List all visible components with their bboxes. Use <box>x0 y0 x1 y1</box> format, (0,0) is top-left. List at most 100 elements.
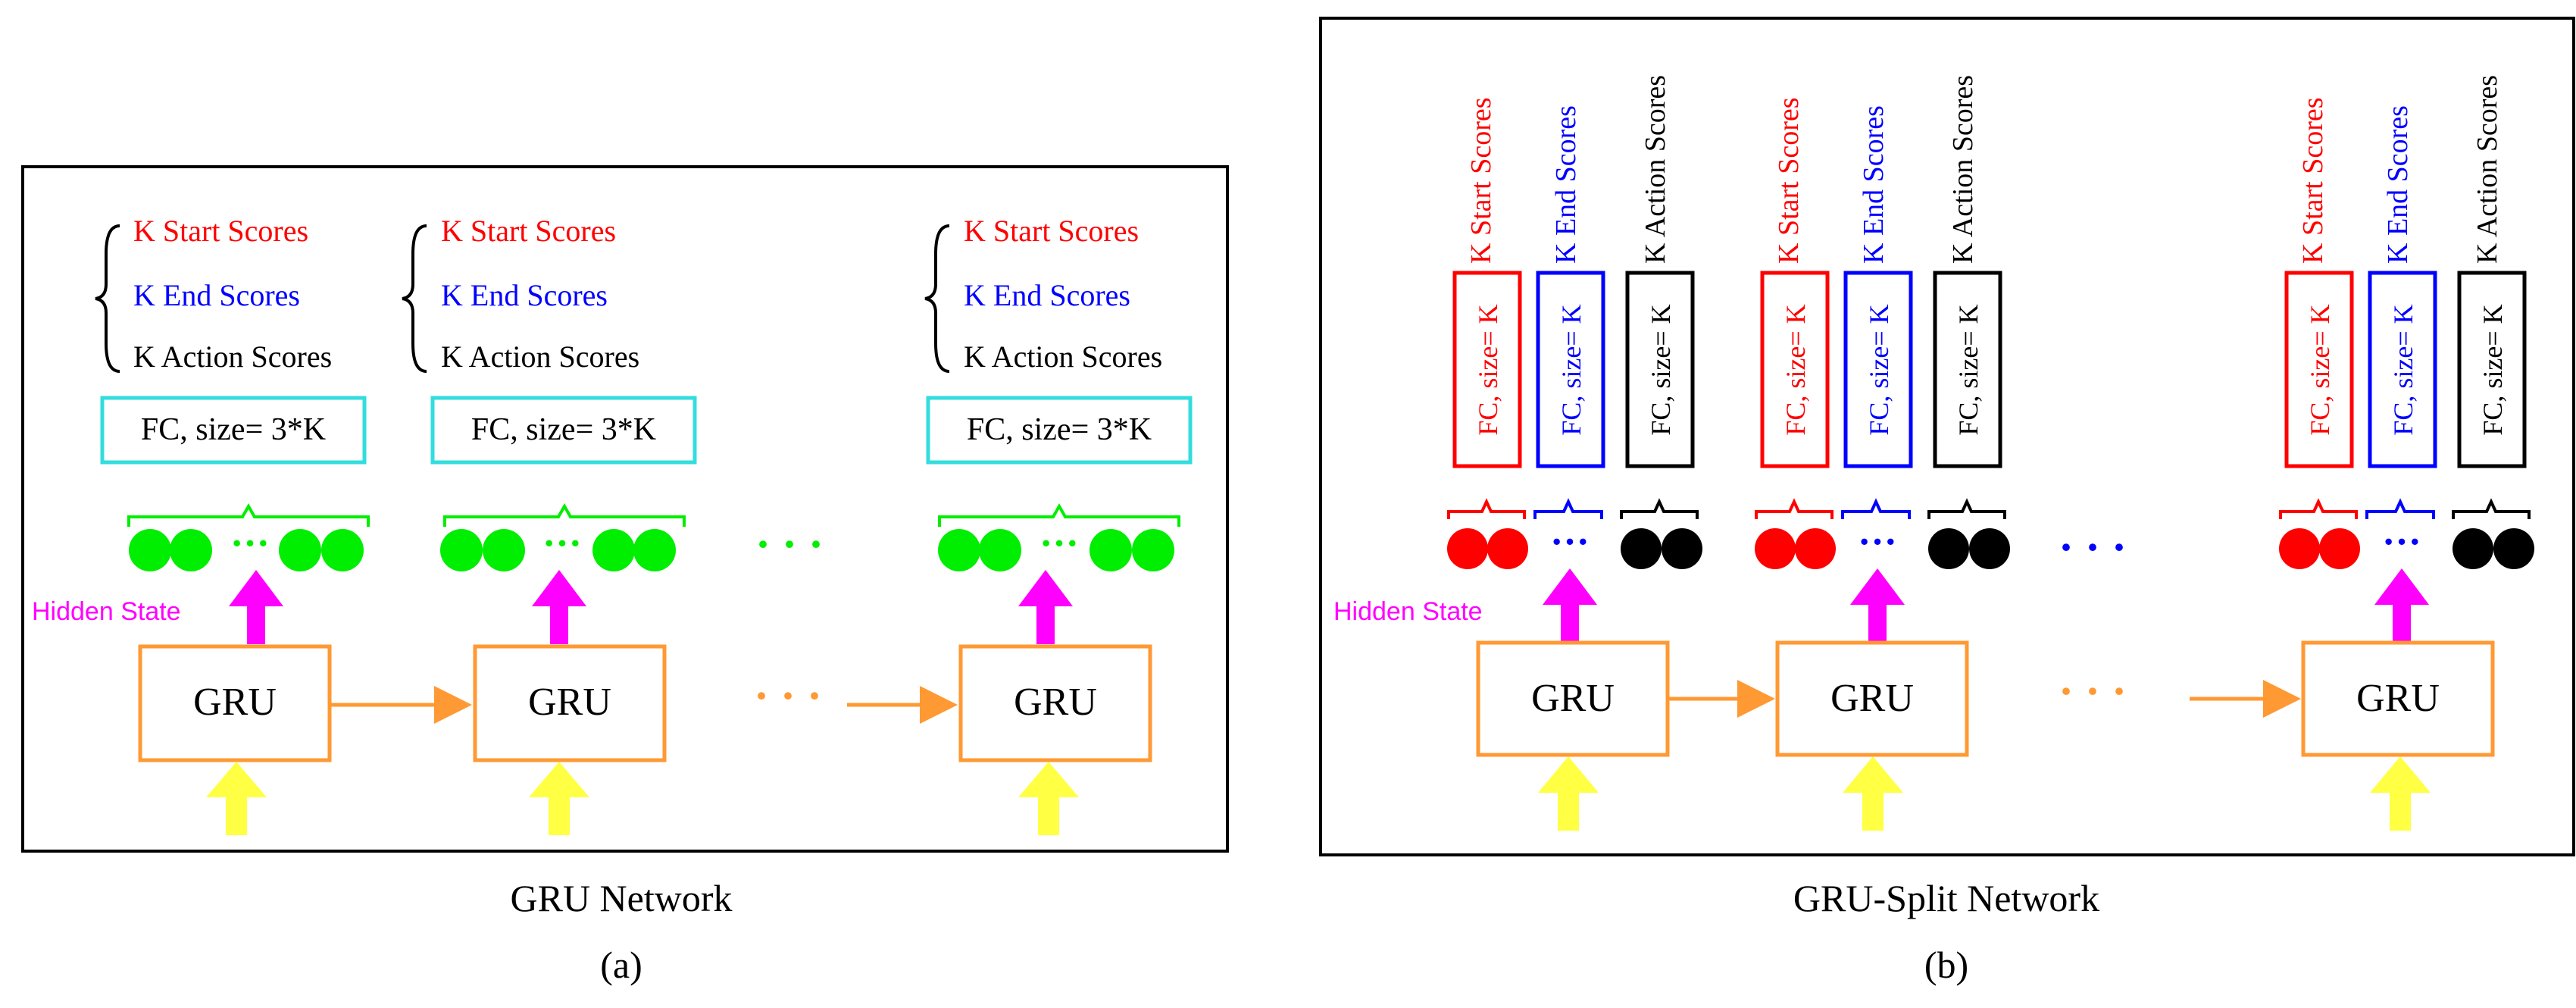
hidden-node <box>1132 529 1174 571</box>
action-node <box>1928 528 1969 569</box>
hidden-brace <box>127 502 370 527</box>
fc-end-box <box>2368 271 2437 468</box>
action-brace <box>1620 498 1699 519</box>
panel-b-caption: GRU-Split Network <box>1793 877 2099 919</box>
panel-b-label: (b) <box>1924 944 1968 986</box>
hidden-brace <box>938 502 1180 527</box>
orange-ellipsis: · · · <box>2059 666 2127 716</box>
fc-end-box <box>1536 271 1605 468</box>
gru-box <box>958 644 1152 762</box>
gru-label: GRU <box>1830 677 1914 720</box>
start-scores-label: K Start Scores <box>2297 97 2329 264</box>
start-scores-label: K Start Scores <box>964 214 1139 248</box>
fc-box <box>430 396 697 465</box>
start-node <box>2279 528 2320 569</box>
hidden-node <box>1089 529 1132 571</box>
score-brace <box>924 224 950 373</box>
start-scores-label: K Start Scores <box>441 214 616 248</box>
hidden-node <box>979 529 1021 571</box>
fc-start-box <box>2284 271 2354 468</box>
gru-label: GRU <box>1014 681 1097 724</box>
fc-end-box <box>1843 271 1913 468</box>
fc-action-box <box>1933 271 2002 468</box>
start-node <box>1795 528 1836 569</box>
start-node <box>1755 528 1796 569</box>
hidden-node <box>129 529 171 571</box>
hidden-node <box>938 529 980 571</box>
action-brace <box>1927 498 2006 519</box>
fc-label: FC, size= 3*K <box>141 412 326 447</box>
gru-unit-1: K Start Scores K End Scores K Action Sco… <box>32 214 370 835</box>
hidden-node <box>440 529 483 571</box>
start-scores-label: K Start Scores <box>1465 97 1497 264</box>
end-scores-label: K End Scores <box>2382 105 2414 264</box>
input-arrow <box>1018 762 1079 835</box>
gru-unit-2: K Start Scores K End Scores K Action Sco… <box>402 214 697 835</box>
gru-box <box>473 644 667 762</box>
gru-box <box>138 644 332 762</box>
fc-start-label: FC, size= K <box>2305 304 2335 435</box>
end-scores-label: K End Scores <box>1858 105 1890 264</box>
start-brace <box>1755 498 1834 519</box>
hidden-state-arrow <box>2374 568 2429 643</box>
fc-action-label: FC, size= K <box>1953 304 1984 435</box>
ellipsis-dots: · · · <box>755 519 824 569</box>
fc-label: FC, size= 3*K <box>967 412 1152 447</box>
panel-b: K Start Scores K End Scores K Action Sco… <box>1319 17 2575 986</box>
action-scores-label: K Action Scores <box>1947 75 1979 264</box>
start-node <box>1447 528 1488 569</box>
action-scores-label: K Action Scores <box>133 340 332 374</box>
start-scores-label: K Start Scores <box>1773 97 1805 264</box>
panel-a-label: (a) <box>600 944 642 986</box>
hidden-node <box>170 529 212 571</box>
fc-box <box>926 396 1193 465</box>
hidden-node <box>592 529 635 571</box>
input-arrow <box>206 762 267 835</box>
start-node <box>2319 528 2360 569</box>
panel-a-caption: GRU Network <box>510 877 732 919</box>
split-unit-1: K Start Scores K End Scores K Action Sco… <box>1333 75 1702 831</box>
hidden-state-arrow <box>1018 570 1073 644</box>
panel-a-frame <box>21 165 1229 853</box>
action-scores-label: K Action Scores <box>964 340 1162 374</box>
gru-box <box>2301 640 2495 757</box>
end-node-ellipsis: ··· <box>1858 521 1897 564</box>
fc-end-label: FC, size= K <box>1556 304 1587 435</box>
end-scores-label: K End Scores <box>133 278 300 312</box>
hidden-state-arrow <box>1543 568 1597 643</box>
end-brace <box>1841 498 1911 519</box>
score-brace <box>95 224 120 373</box>
fc-start-label: FC, size= K <box>1473 304 1503 435</box>
gru-box <box>1775 640 1969 757</box>
fc-action-box <box>1625 271 1695 468</box>
hidden-node <box>633 529 676 571</box>
input-arrow <box>1538 756 1599 831</box>
node-ellipsis: ··· <box>1039 522 1079 565</box>
end-node-ellipsis: ··· <box>1550 521 1590 564</box>
start-brace <box>2279 498 2358 519</box>
fc-action-label: FC, size= K <box>2478 304 2508 435</box>
gru-box <box>1476 640 1670 757</box>
end-scores-label: K End Scores <box>964 278 1130 312</box>
fc-start-label: FC, size= K <box>1780 304 1811 435</box>
end-brace <box>1533 498 1603 519</box>
gru-label: GRU <box>2356 677 2440 720</box>
fc-end-label: FC, size= K <box>1864 304 1894 435</box>
hidden-node <box>321 529 364 571</box>
gru-unit-3: K Start Scores K End Scores K Action Sco… <box>924 214 1193 835</box>
panel-a: K Start Scores K End Scores K Action Sco… <box>21 165 1229 986</box>
gru-label: GRU <box>1531 677 1615 720</box>
gru-label: GRU <box>193 681 277 724</box>
hidden-state-label: Hidden State <box>1333 597 1483 626</box>
orange-ellipsis: · · · <box>754 671 822 721</box>
split-unit-2: K Start Scores K End Scores K Action Sco… <box>1755 75 2010 831</box>
end-brace <box>2365 498 2435 519</box>
fc-end-label: FC, size= K <box>2388 304 2418 435</box>
action-scores-label: K Action Scores <box>2471 75 2503 264</box>
gru-label: GRU <box>528 681 611 724</box>
score-brace <box>402 224 427 373</box>
hidden-state-arrow <box>229 570 283 644</box>
hidden-state-label: Hidden State <box>32 597 181 626</box>
ellipsis-dots: · · · <box>2059 522 2127 572</box>
